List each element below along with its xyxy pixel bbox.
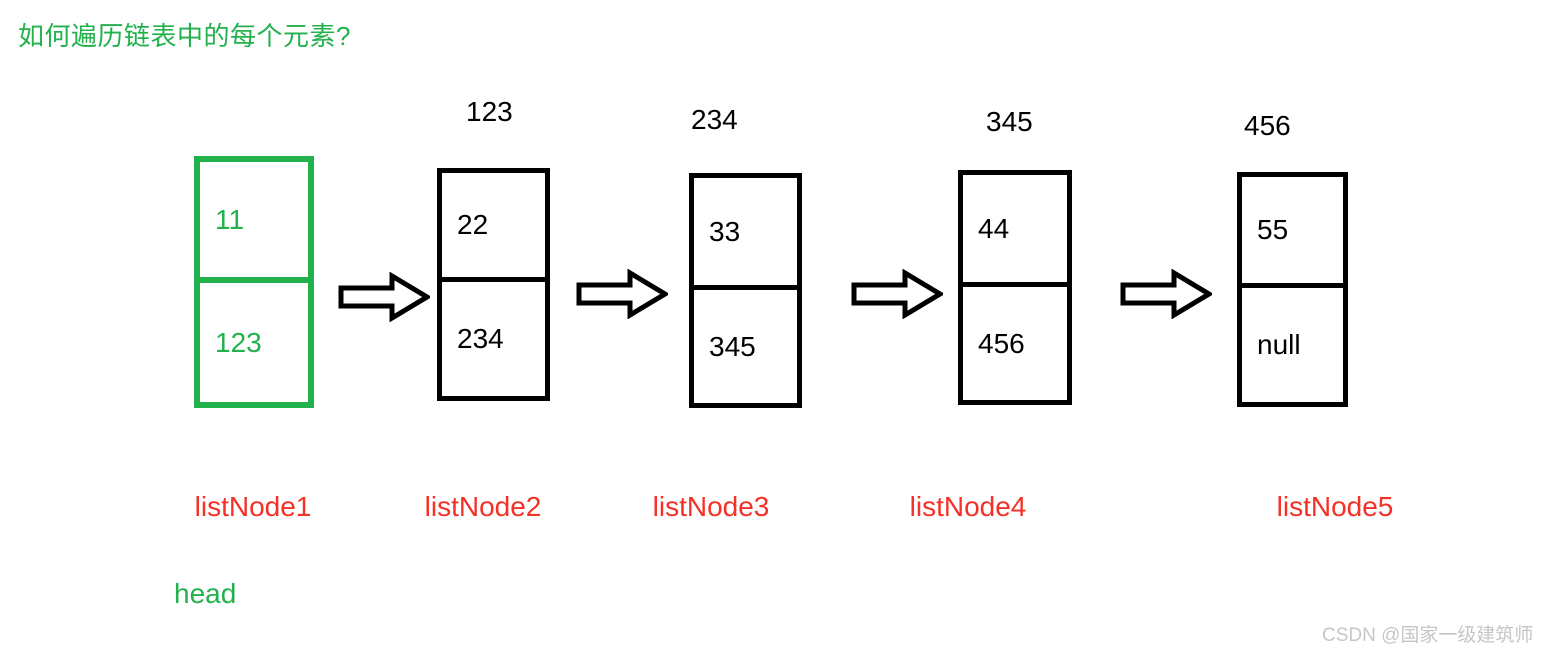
node-next-pointer: 234 xyxy=(457,323,504,354)
node-next-pointer: 345 xyxy=(709,330,756,362)
node-name-label: listNode1 xyxy=(194,491,312,522)
node-value: 33 xyxy=(709,215,741,247)
node-value-cell: 22 xyxy=(442,173,545,277)
node-box-listnode5: 55 null xyxy=(1237,172,1348,407)
node-address-label: 345 xyxy=(986,106,1033,137)
arrow-right-icon xyxy=(851,269,943,319)
watermark: CSDN @国家一级建筑师 xyxy=(1322,625,1534,646)
node-next-cell: null xyxy=(1242,283,1343,402)
node-name-label: listNode2 xyxy=(424,491,542,522)
node-next-cell: 234 xyxy=(442,277,545,396)
node-next-pointer: null xyxy=(1257,329,1301,360)
node-name-label: listNode3 xyxy=(652,491,770,522)
node-next-cell: 456 xyxy=(963,282,1067,400)
node-box-listnode3: 33 345 xyxy=(689,173,802,408)
node-address-label: 456 xyxy=(1244,110,1291,141)
node-next-cell: 345 xyxy=(694,285,797,403)
node-address-label: 123 xyxy=(466,96,513,127)
node-next-pointer: 456 xyxy=(978,327,1025,359)
node-name-label: listNode5 xyxy=(1276,491,1394,522)
node-next-pointer: 123 xyxy=(215,326,262,358)
arrow-right-icon xyxy=(576,269,668,319)
node-value: 44 xyxy=(978,212,1010,244)
node-value-cell: 55 xyxy=(1242,177,1343,283)
node-value: 11 xyxy=(215,203,245,235)
node-value-cell: 11 xyxy=(200,162,308,277)
node-value: 55 xyxy=(1257,214,1289,245)
node-box-listnode4: 44 456 xyxy=(958,170,1072,405)
node-next-cell: 123 xyxy=(200,277,308,402)
arrow-right-icon xyxy=(1120,269,1212,319)
page-title: 如何遍历链表中的每个元素? xyxy=(18,21,351,51)
node-name-label: listNode4 xyxy=(909,491,1027,522)
arrow-right-icon xyxy=(338,272,430,322)
node-address-label: 234 xyxy=(691,104,738,135)
head-pointer-label: head xyxy=(174,578,237,609)
node-value-cell: 33 xyxy=(694,178,797,285)
node-box-listnode2: 22 234 xyxy=(437,168,550,401)
node-value-cell: 44 xyxy=(963,175,1067,282)
node-value: 22 xyxy=(457,209,489,240)
node-box-listnode1: 11 123 xyxy=(194,156,314,408)
